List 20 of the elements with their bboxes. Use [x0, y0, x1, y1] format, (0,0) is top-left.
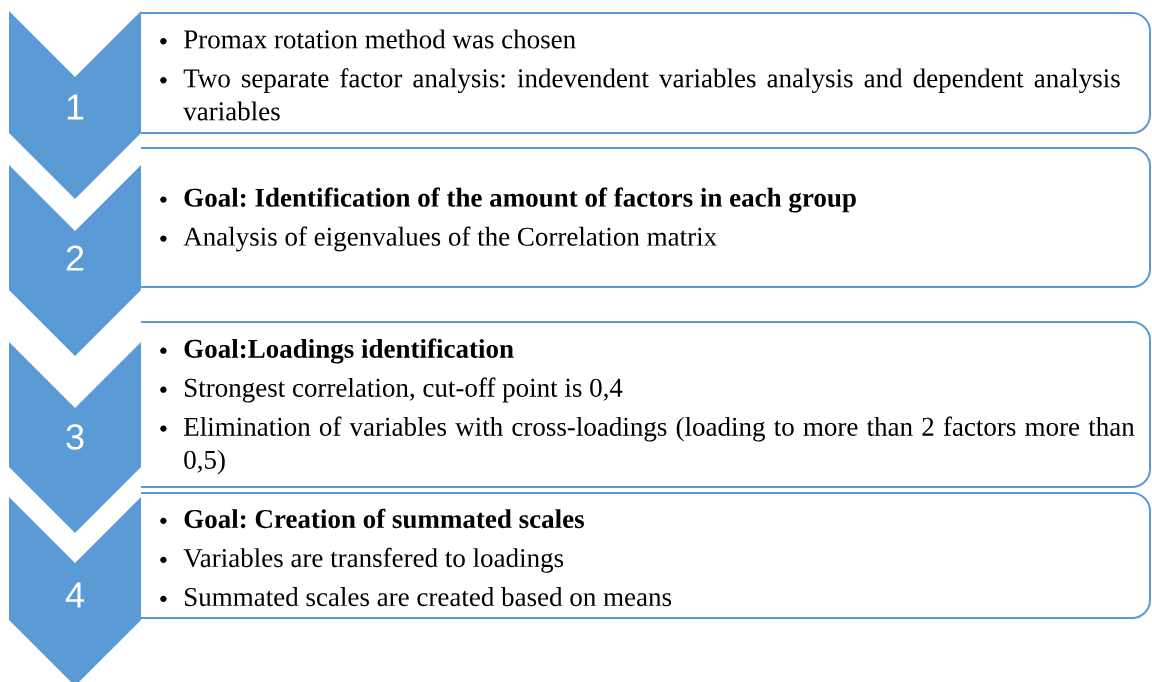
step-box: [140, 321, 1151, 488]
chevron-step: 4: [9, 497, 141, 682]
bullet-item: Two separate factor analysis: indevendent variables analysis and dependent analysis variables: [160, 68, 1120, 121]
step-box: [140, 492, 1151, 619]
chevron-step: 1: [9, 11, 141, 199]
step-box: [140, 12, 1151, 134]
bullet-item: Goal: Creation of summated scales: [160, 508, 584, 529]
chevron-step: 2: [9, 165, 141, 356]
bullet-item: Summated scales are created based on means: [160, 587, 672, 607]
bullet-item: Promax rotation method was chosen: [160, 29, 576, 49]
node-label: 4: [65, 582, 84, 608]
bullet-item: Goal: Identification of the amount of factors in each group: [160, 187, 856, 213]
bullet-item: Goal:Loadings identification: [160, 338, 514, 364]
node-label: 3: [66, 424, 84, 450]
bullet-item: Variables are transfered to loadings: [160, 547, 564, 573]
step-box: [140, 147, 1151, 288]
bullet-item: Strongest correlation, cut-off point is 0,4: [160, 377, 623, 403]
chevron-step: 3: [9, 342, 141, 533]
bullet-item: Analysis of eigenvalues of the Correlation matrix: [160, 226, 717, 252]
bullet-item: Elimination of variables with cross-loadings (loading to more than 2 factors more than 0,5): [160, 416, 1135, 475]
